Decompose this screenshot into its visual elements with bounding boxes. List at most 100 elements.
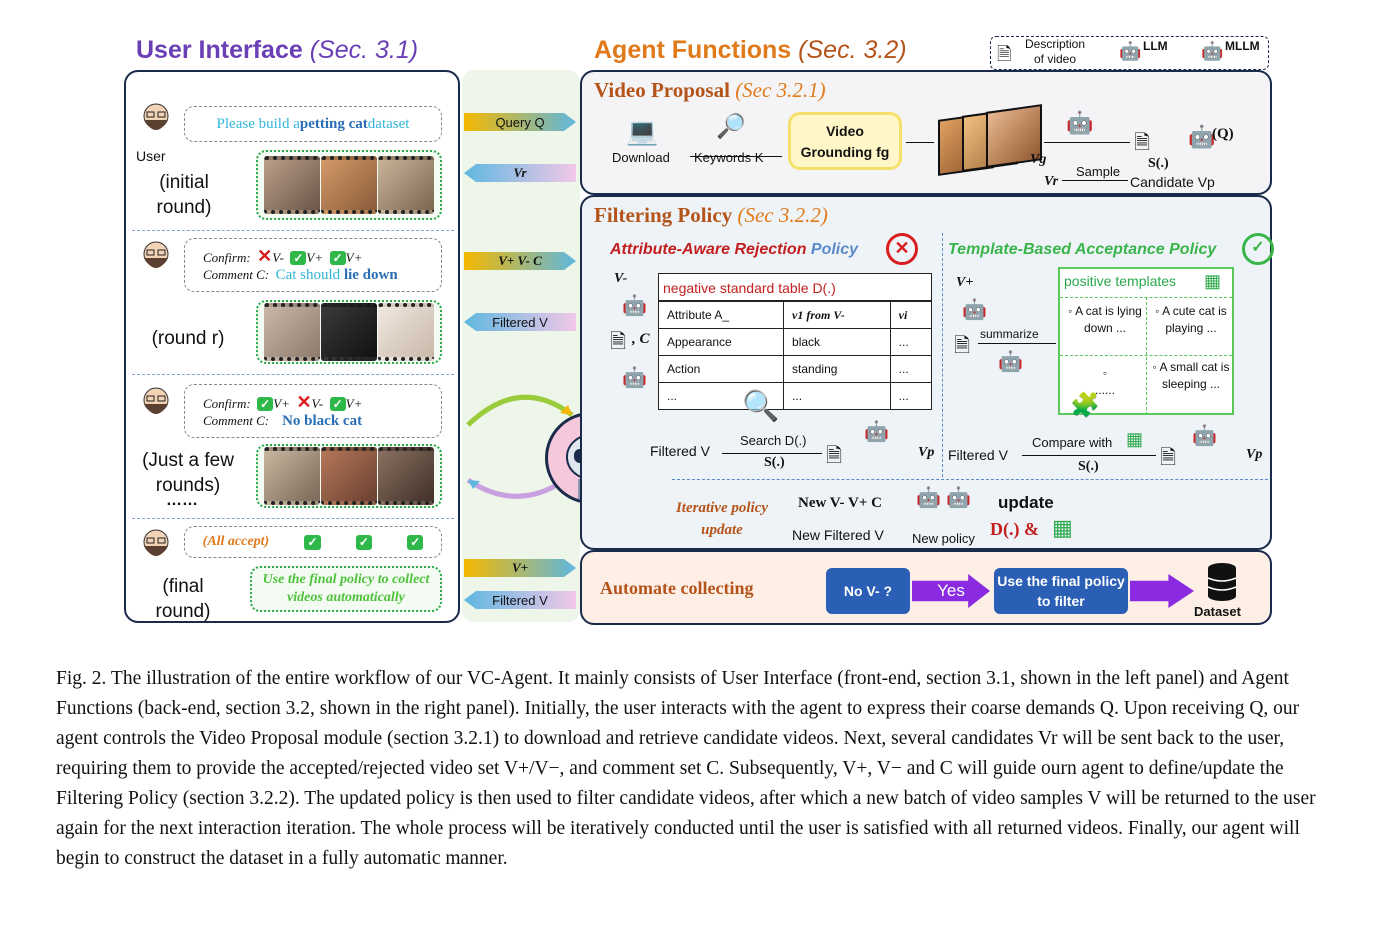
sample-label: Sample: [1076, 164, 1121, 179]
arrow: [690, 156, 782, 157]
af-title: Agent Functions: [594, 36, 792, 64]
accept-icon: ✓: [329, 251, 346, 265]
user-avatar: [136, 384, 176, 428]
divider: [132, 374, 454, 375]
update-label: update: [998, 493, 1054, 512]
reject-icon: ✕: [257, 246, 273, 266]
user-avatar: [136, 100, 176, 144]
request-bubble: Please build a petting cat dataset: [184, 106, 442, 142]
video-frames: [938, 104, 1042, 176]
arrow: [1044, 142, 1130, 143]
template-item: ◦......: [1094, 366, 1115, 397]
summarize-label: summarize: [980, 327, 1039, 341]
q-label: (Q): [1212, 126, 1234, 142]
cat-video-thumb[interactable]: [264, 156, 321, 214]
round-label: (round r): [151, 328, 225, 349]
filtered-left-label: Filtered V: [650, 443, 710, 459]
doc-icon: 🗎: [1160, 447, 1177, 469]
robot-icon: 🤖: [864, 421, 889, 443]
magnifier-icon: 🔍: [742, 390, 780, 423]
legend-desc: Description of video: [1024, 37, 1086, 66]
table-cell: ...: [889, 382, 933, 410]
ui-sec: (Sec. 3.1): [309, 36, 419, 64]
cat-video-thumb[interactable]: [377, 303, 434, 361]
vg-label: Vg: [1030, 152, 1047, 167]
iter-label: Iterative policy update: [675, 500, 769, 538]
video-proposal-panel: Video Proposal (Sec 3.2.1) 💻 Download 🔎 …: [580, 70, 1272, 195]
table-cell: ...: [783, 382, 891, 410]
table-cell: ...: [889, 328, 933, 356]
s-label: S(.): [764, 455, 785, 470]
d-label: D(.) &: [990, 519, 1039, 539]
c-label: , C: [632, 331, 650, 347]
vr-label: Vr: [1044, 174, 1059, 189]
table-cell: black: [783, 328, 891, 356]
table-header: vi: [889, 301, 933, 329]
doc-icon: 🗎: [997, 44, 1012, 64]
laptop-icon: 💻: [626, 116, 659, 146]
arrow: [722, 453, 822, 454]
accept-icon: ✓: [407, 534, 424, 550]
vminus-label: V-: [614, 271, 628, 286]
vp-label: Vp: [1246, 447, 1263, 462]
new-policy-label: New policy: [912, 531, 975, 546]
legend: 🗎 Description of video 🤖 LLM 🤖 MLLM: [990, 36, 1269, 70]
cat-video-thumb[interactable]: [320, 447, 377, 505]
video-thumbnails[interactable]: [256, 300, 442, 364]
new-v-label: New V- V+ C: [798, 495, 882, 511]
cat-video-thumb[interactable]: [320, 156, 377, 214]
s-label: S(.): [1078, 459, 1099, 474]
arrow: [1062, 180, 1128, 181]
doc-icon: 🗎: [954, 335, 971, 357]
table-cell: Action: [657, 355, 785, 383]
reject-icon: ✕: [296, 392, 312, 412]
policy-divider: [942, 233, 943, 477]
arrow: [1022, 455, 1156, 456]
feedback-arrow: V+ V- C: [464, 252, 576, 270]
s-label: S(.): [1148, 156, 1169, 171]
video-thumbnails[interactable]: [256, 150, 442, 220]
yes-arrow: Yes: [912, 574, 990, 608]
cat-video-thumb[interactable]: [377, 156, 434, 214]
accept-bubble: (All accept) ✓ ✓ ✓: [184, 526, 442, 558]
final-policy-box: Use the final policy to filter: [994, 568, 1128, 614]
accept-icon: ✓: [329, 397, 346, 411]
video-thumbnails[interactable]: [256, 444, 442, 508]
table-header: v1 from V-: [783, 301, 891, 329]
keywords-icon: 🔎: [716, 113, 746, 140]
robot-icon: 🤖: [1188, 124, 1216, 149]
cat-video-thumb[interactable]: [264, 303, 321, 361]
fp-header: Filtering Policy (Sec 3.2.2): [594, 203, 828, 227]
accept-icon: ✓: [355, 534, 372, 550]
rejection-policy-title: Attribute-Aware Rejection Policy: [610, 241, 859, 258]
keywords-label: Keywords K: [694, 150, 764, 165]
filtered-arrow: Filtered V: [464, 591, 576, 609]
negative-table-title: negative standard table D(.): [658, 273, 932, 301]
vp-header: Video Proposal (Sec 3.2.1): [594, 78, 826, 102]
table-header: Attribute A_: [657, 301, 785, 329]
accept-icon: ✓: [1242, 233, 1274, 265]
cat-video-thumb[interactable]: [264, 447, 321, 505]
middle-channel: [462, 70, 580, 622]
feedback-bubble: Confirm: ✓V+ ✕V- ✓V+ Comment C: No black…: [184, 384, 442, 438]
robot-icon: 🤖: [998, 351, 1023, 373]
reject-icon: ✕: [886, 233, 918, 265]
accept-icon: ✓: [304, 534, 321, 550]
database-icon: [1206, 562, 1238, 602]
divider: [132, 518, 454, 519]
doc-icon: 🗎: [826, 445, 843, 467]
dataset-label: Dataset: [1194, 604, 1241, 619]
no-v-box: No V- ?: [826, 568, 910, 614]
robot-icon: 🤖: [962, 299, 987, 321]
accept-icon: ✓: [290, 251, 307, 265]
vp-label: Vp: [918, 445, 935, 460]
robot-icon: 🤖: [622, 295, 647, 317]
af-header: Agent Functions (Sec. 3.2): [594, 36, 907, 65]
table-cell: ...: [657, 382, 785, 410]
cat-video-thumb[interactable]: [377, 447, 434, 505]
template-item: ◦ A small cat is sleeping ...: [1152, 360, 1230, 391]
acceptance-policy-title: Template-Based Acceptance Policy: [948, 241, 1217, 258]
robot-icon: 🤖: [1119, 41, 1142, 61]
filtering-policy-panel: Filtering Policy (Sec 3.2.2) Attribute-A…: [580, 195, 1274, 550]
cat-video-thumb[interactable]: [320, 303, 377, 361]
